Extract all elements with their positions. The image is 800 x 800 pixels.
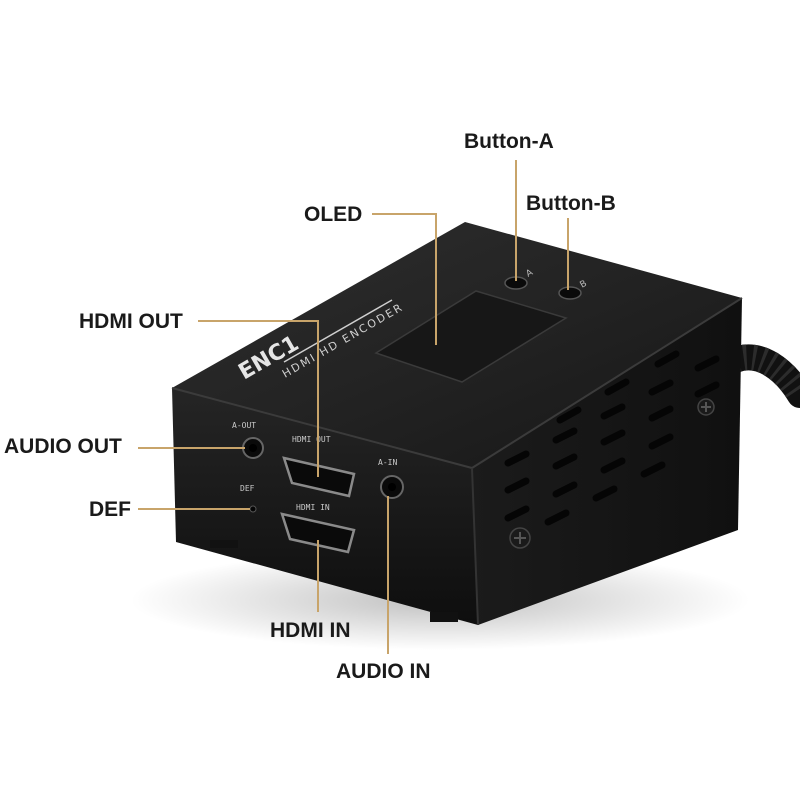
button-a-mark: A [525,267,536,279]
callout-audio-in: AUDIO IN [336,660,431,683]
callout-def: DEF [89,498,131,521]
oled-window [374,290,568,383]
button-b[interactable] [558,286,582,300]
callout-button-a: Button-A [464,130,554,153]
port-label-a-out: A-OUT [232,421,256,430]
button-b-mark: B [579,279,589,291]
vent-slots [504,350,720,526]
callout-hdmi-in: HDMI IN [270,619,351,642]
port-label-a-in: A-IN [378,458,397,467]
port-label-hdmi-in: HDMI IN [296,503,330,512]
leader-lines [138,160,569,654]
callout-button-b: Button-B [526,192,616,215]
port-label-hdmi-out: HDMI OUT [292,435,331,444]
hdmi-in-port [280,512,356,554]
power-cable [722,344,800,408]
callout-hdmi-out: HDMI OUT [79,310,183,333]
callout-oled: OLED [304,203,363,226]
leader-oled [372,213,437,345]
leader-hdmi-out [198,320,319,477]
screw-icon [509,398,715,549]
encoder-device: A B ENC1 HDMI HD ENCODER A-OUT HDMI OUT … [171,222,743,626]
callout-audio-out: AUDIO OUT [4,435,122,458]
def-button-hole [249,505,257,513]
device-side-panel [472,298,742,625]
port-label-def: DEF [240,484,255,493]
